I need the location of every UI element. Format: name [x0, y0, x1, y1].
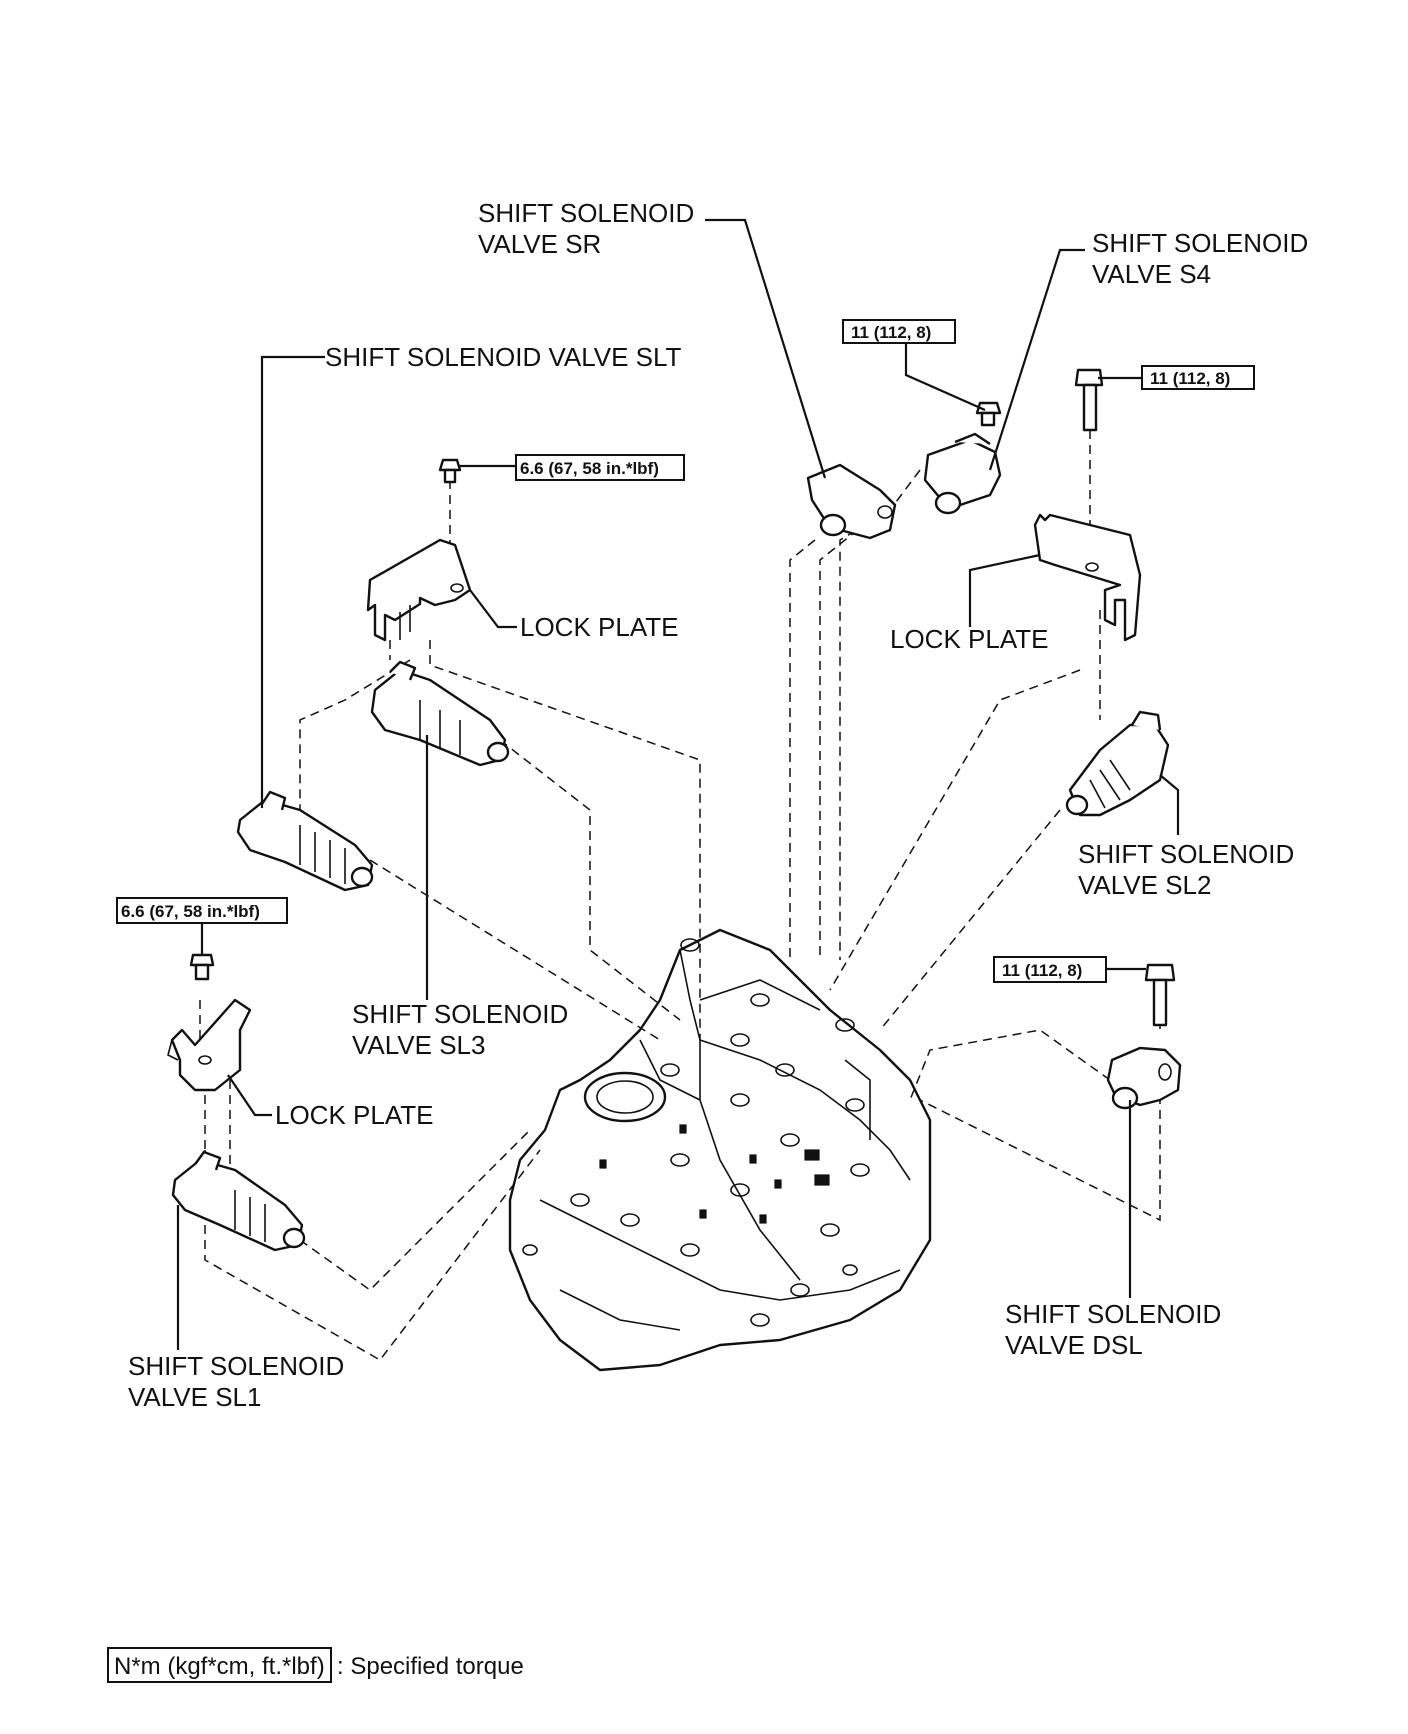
svg-text:SHIFT SOLENOID: SHIFT SOLENOID [1078, 839, 1294, 869]
svg-text:VALVE SL2: VALVE SL2 [1078, 870, 1211, 900]
svg-text:VALVE SL1: VALVE SL1 [128, 1382, 261, 1412]
torque-spec-dsl: 11 (112, 8) [993, 956, 1107, 983]
label-solenoid-dsl: SHIFT SOLENOID VALVE DSL [1005, 1299, 1221, 1360]
torque-value: 11 (112, 8) [1150, 369, 1230, 388]
svg-text:LOCK PLATE: LOCK PLATE [520, 612, 678, 642]
svg-text:VALVE DSL: VALVE DSL [1005, 1330, 1143, 1360]
lock-plate-upper-left [366, 538, 472, 642]
label-solenoid-slt: SHIFT SOLENOID VALVE SLT [325, 342, 682, 372]
torque-value: 6.6 (67, 58 in.*lbf) [520, 459, 659, 478]
torque-spec-sr-s4: 11 (112, 8) [842, 319, 956, 344]
torque-value: 11 (112, 8) [1002, 961, 1082, 980]
leader-lines [176, 218, 1180, 1350]
torque-value: 11 (112, 8) [851, 323, 931, 342]
label-solenoid-sl2: SHIFT SOLENOID VALVE SL2 [1078, 839, 1294, 900]
bolt-sr-s4 [975, 401, 1002, 427]
legend-unit-box: N*m (kgf*cm, ft.*lbf) [114, 1653, 325, 1680]
label-solenoid-sr: SHIFT SOLENOID VALVE SR [478, 198, 694, 259]
svg-text:SHIFT SOLENOID: SHIFT SOLENOID [352, 999, 568, 1029]
solenoid-sl1 [171, 1150, 306, 1252]
solenoid-slt [236, 790, 374, 892]
bolt-right-plate [1074, 368, 1104, 432]
legend-description: : Specified torque [337, 1653, 524, 1680]
solenoid-dsl [1106, 1046, 1182, 1110]
svg-text:LOCK PLATE: LOCK PLATE [275, 1100, 433, 1130]
label-solenoid-sl3: SHIFT SOLENOID VALVE SL3 [352, 999, 568, 1060]
solenoid-sl2 [1065, 710, 1170, 817]
svg-text:SHIFT SOLENOID: SHIFT SOLENOID [1092, 228, 1308, 258]
label-lock-plate-lower-left: LOCK PLATE [275, 1100, 433, 1130]
solenoid-s4 [923, 432, 1002, 515]
svg-text:VALVE S4: VALVE S4 [1092, 259, 1211, 289]
bolt-upper-left [438, 458, 462, 484]
bolt-lower-left [189, 953, 215, 981]
lock-plate-right [1033, 513, 1142, 642]
svg-text:VALVE SR: VALVE SR [478, 229, 601, 259]
label-lock-plate-right: LOCK PLATE [890, 624, 1048, 654]
label-lock-plate-upper-left: LOCK PLATE [520, 612, 678, 642]
label-solenoid-s4: SHIFT SOLENOID VALVE S4 [1092, 228, 1308, 289]
legend: N*m (kgf*cm, ft.*lbf) : Specified torque [107, 1647, 524, 1683]
torque-spec-upper-left-plate: 6.6 (67, 58 in.*lbf) [515, 454, 685, 481]
svg-text:SHIFT SOLENOID: SHIFT SOLENOID [128, 1351, 344, 1381]
svg-text:SHIFT SOLENOID VALVE SLT: SHIFT SOLENOID VALVE SLT [325, 342, 682, 372]
bolt-dsl [1144, 963, 1176, 1027]
svg-text:SHIFT SOLENOID: SHIFT SOLENOID [1005, 1299, 1221, 1329]
label-solenoid-sl1: SHIFT SOLENOID VALVE SL1 [128, 1351, 344, 1412]
svg-text:LOCK PLATE: LOCK PLATE [890, 624, 1048, 654]
valve-body [508, 928, 932, 1372]
solenoid-sl3 [370, 660, 510, 767]
torque-spec-right-plate: 11 (112, 8) [1141, 365, 1255, 390]
svg-text:SHIFT SOLENOID: SHIFT SOLENOID [478, 198, 694, 228]
svg-text:VALVE SL3: VALVE SL3 [352, 1030, 485, 1060]
lock-plate-lower-left [167, 998, 252, 1092]
solenoid-sr [806, 463, 897, 540]
torque-value: 6.6 (67, 58 in.*lbf) [121, 902, 260, 921]
torque-spec-lower-left-plate: 6.6 (67, 58 in.*lbf) [116, 897, 288, 924]
